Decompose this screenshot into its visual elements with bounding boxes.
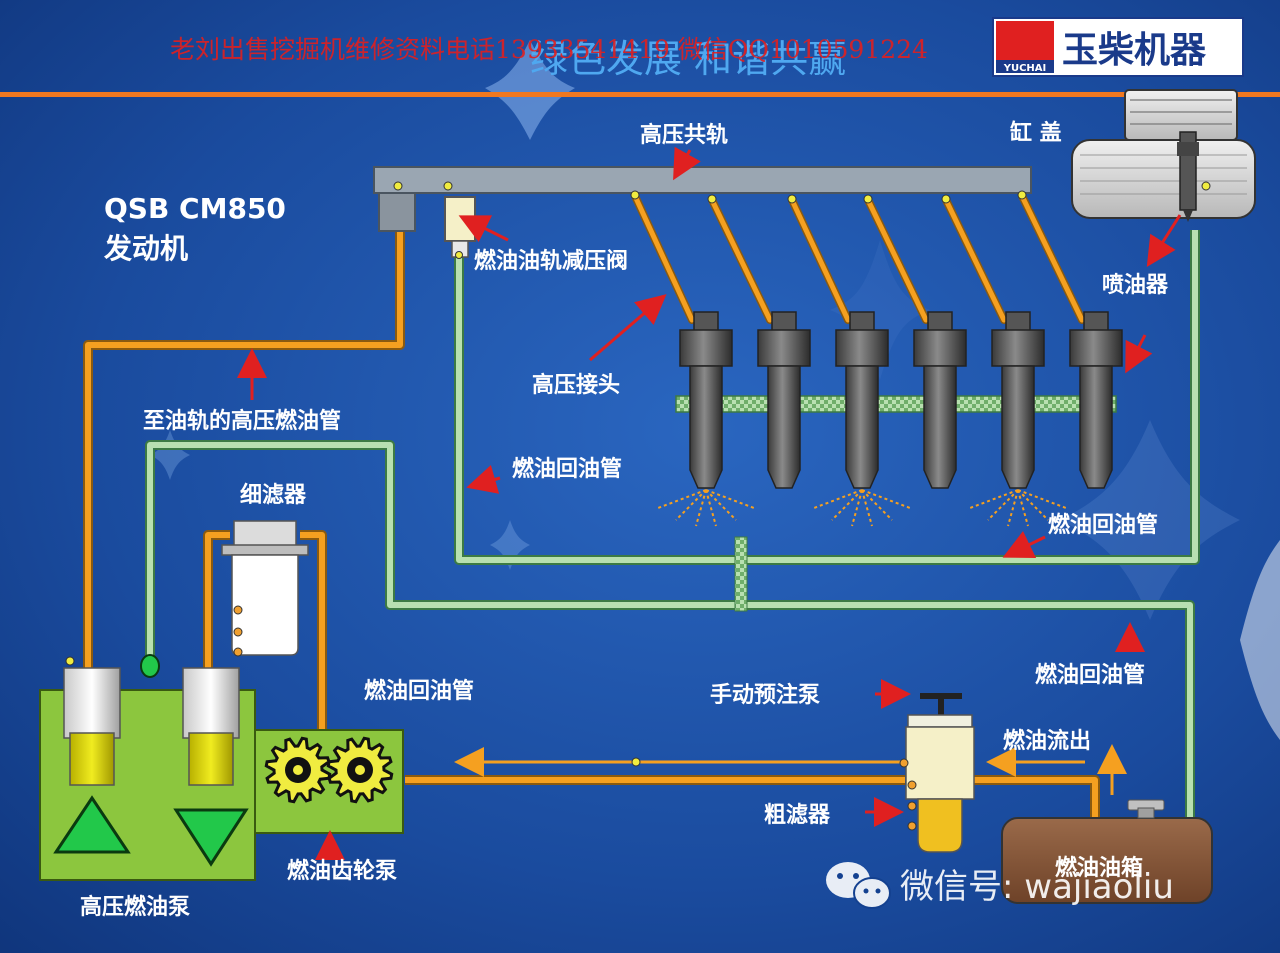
- logo-text: 玉柴机器: [1062, 30, 1207, 71]
- spray-patterns: [657, 489, 1067, 527]
- hp-pump: [39, 654, 256, 881]
- wechat-watermark: 微信号: wajiaoliu: [826, 862, 1174, 909]
- wechat-icon: [826, 862, 891, 909]
- watermark-text: 老刘出售挖掘机维修资料电话13933541419 微信QQ1010591224: [170, 35, 928, 64]
- wechat-id: 微信号: wajiaoliu: [900, 867, 1174, 907]
- label-return-line-left: 燃油回油管: [364, 678, 474, 704]
- callout-arrows: [237, 146, 1182, 860]
- hand-primer-pump: [631, 693, 975, 853]
- common-rail: [373, 166, 1032, 232]
- label-cylinder-head: 缸 盖: [1010, 120, 1062, 146]
- header-divider: [0, 92, 1280, 97]
- label-gear-pump: 燃油齿轮泵: [287, 858, 397, 884]
- gear-pump: [254, 729, 404, 834]
- label-pressure-relief-valve: 燃油油轨减压阀: [474, 248, 628, 274]
- label-hand-primer: 手动预注泵: [710, 682, 820, 708]
- injector: [1069, 311, 1123, 489]
- injector: [991, 311, 1045, 489]
- label-return-line-mid: 燃油回油管: [512, 456, 622, 482]
- hp-pipes: [83, 230, 1127, 820]
- injector: [679, 311, 733, 489]
- label-coarse-filter: 粗滤器: [764, 803, 831, 828]
- label-injector: 喷油器: [1102, 273, 1169, 298]
- slogan: 绿色发展 和谐共赢: [530, 37, 846, 81]
- label-fine-filter: 细滤器: [240, 482, 307, 508]
- label-return-line-tank: 燃油回油管: [1035, 662, 1145, 688]
- gear-icon: [326, 736, 394, 804]
- fuel-spray: [813, 489, 911, 527]
- logo-sub: YUCHAI: [1003, 63, 1047, 74]
- fuel-spray: [657, 489, 755, 527]
- label-common-rail: 高压共轨: [640, 122, 728, 148]
- label-fuel-out: 燃油流出: [1003, 728, 1091, 754]
- decorative-stars: [150, 40, 1280, 740]
- injector-return-strip: [675, 395, 1117, 413]
- injectors: [679, 311, 1123, 489]
- label-fuel-tank: 燃油油箱: [1055, 855, 1143, 881]
- yuchai-logo: YUCHAI 玉柴机器: [992, 17, 1244, 77]
- injector: [835, 311, 889, 489]
- cylinder-head: [1071, 89, 1256, 222]
- down-arrow-icon: [173, 808, 249, 867]
- injector: [757, 311, 811, 489]
- injector-feed-lines: [630, 190, 1086, 324]
- gear-icon: [264, 736, 332, 804]
- return-pipes: [145, 230, 1200, 820]
- fuel-spray: [969, 489, 1067, 527]
- label-hp-connector: 高压接头: [532, 372, 620, 398]
- engine-label: 发动机: [103, 232, 188, 265]
- fuel-tank: [1001, 799, 1213, 904]
- label-hp-pump: 高压燃油泵: [80, 894, 190, 920]
- engine-model: QSB CM850: [104, 192, 286, 225]
- up-arrow-icon: [53, 795, 131, 854]
- label-return-line-right: 燃油回油管: [1048, 512, 1158, 538]
- fine-filter: [221, 520, 309, 657]
- label-hp-line-to-rail: 至油轨的高压燃油管: [143, 408, 341, 434]
- injector: [913, 311, 967, 489]
